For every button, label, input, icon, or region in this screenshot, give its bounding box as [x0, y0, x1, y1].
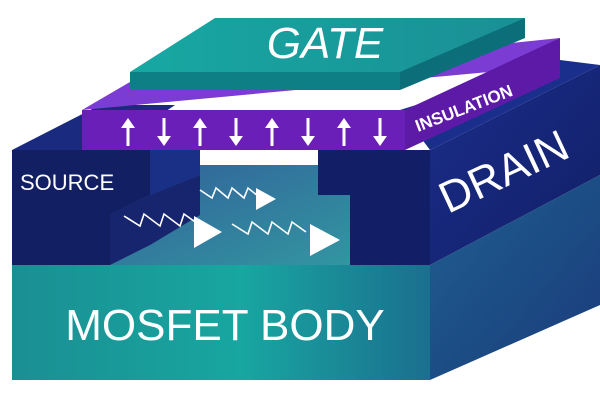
- field-arrows: [121, 118, 387, 146]
- gate-electrode: [130, 18, 525, 90]
- source-front: [12, 150, 150, 265]
- insulation-side: [405, 38, 560, 150]
- electron-flow-arrows: [123, 186, 340, 256]
- field-arrow-down-icon: [301, 118, 315, 146]
- field-arrow-down-icon: [373, 118, 387, 146]
- zigzag-arrow-icon: [199, 186, 276, 210]
- body-front-face: [12, 265, 430, 380]
- zigzag-arrow-icon: [123, 212, 222, 248]
- field-arrow-up-icon: [193, 118, 207, 146]
- gate-side: [400, 18, 525, 90]
- source-label: SOURCE: [20, 170, 114, 195]
- field-arrow-down-icon: [229, 118, 243, 146]
- zigzag-arrow-icon: [231, 220, 340, 256]
- source-step: [110, 175, 200, 265]
- field-arrow-up-icon: [337, 118, 351, 146]
- channel-highlight: [258, 153, 316, 159]
- drain-front: [430, 65, 600, 265]
- gate-front: [130, 72, 400, 90]
- drain-inner: [318, 150, 430, 265]
- field-arrow-up-icon: [121, 118, 135, 146]
- insulation-front: [82, 110, 405, 150]
- field-arrow-down-icon: [157, 118, 171, 146]
- field-arrow-up-icon: [265, 118, 279, 146]
- body-side-face: [430, 175, 600, 380]
- body-label: MOSFET BODY: [65, 301, 384, 350]
- gate-top: [130, 18, 525, 72]
- gate-label: GATE: [267, 19, 384, 68]
